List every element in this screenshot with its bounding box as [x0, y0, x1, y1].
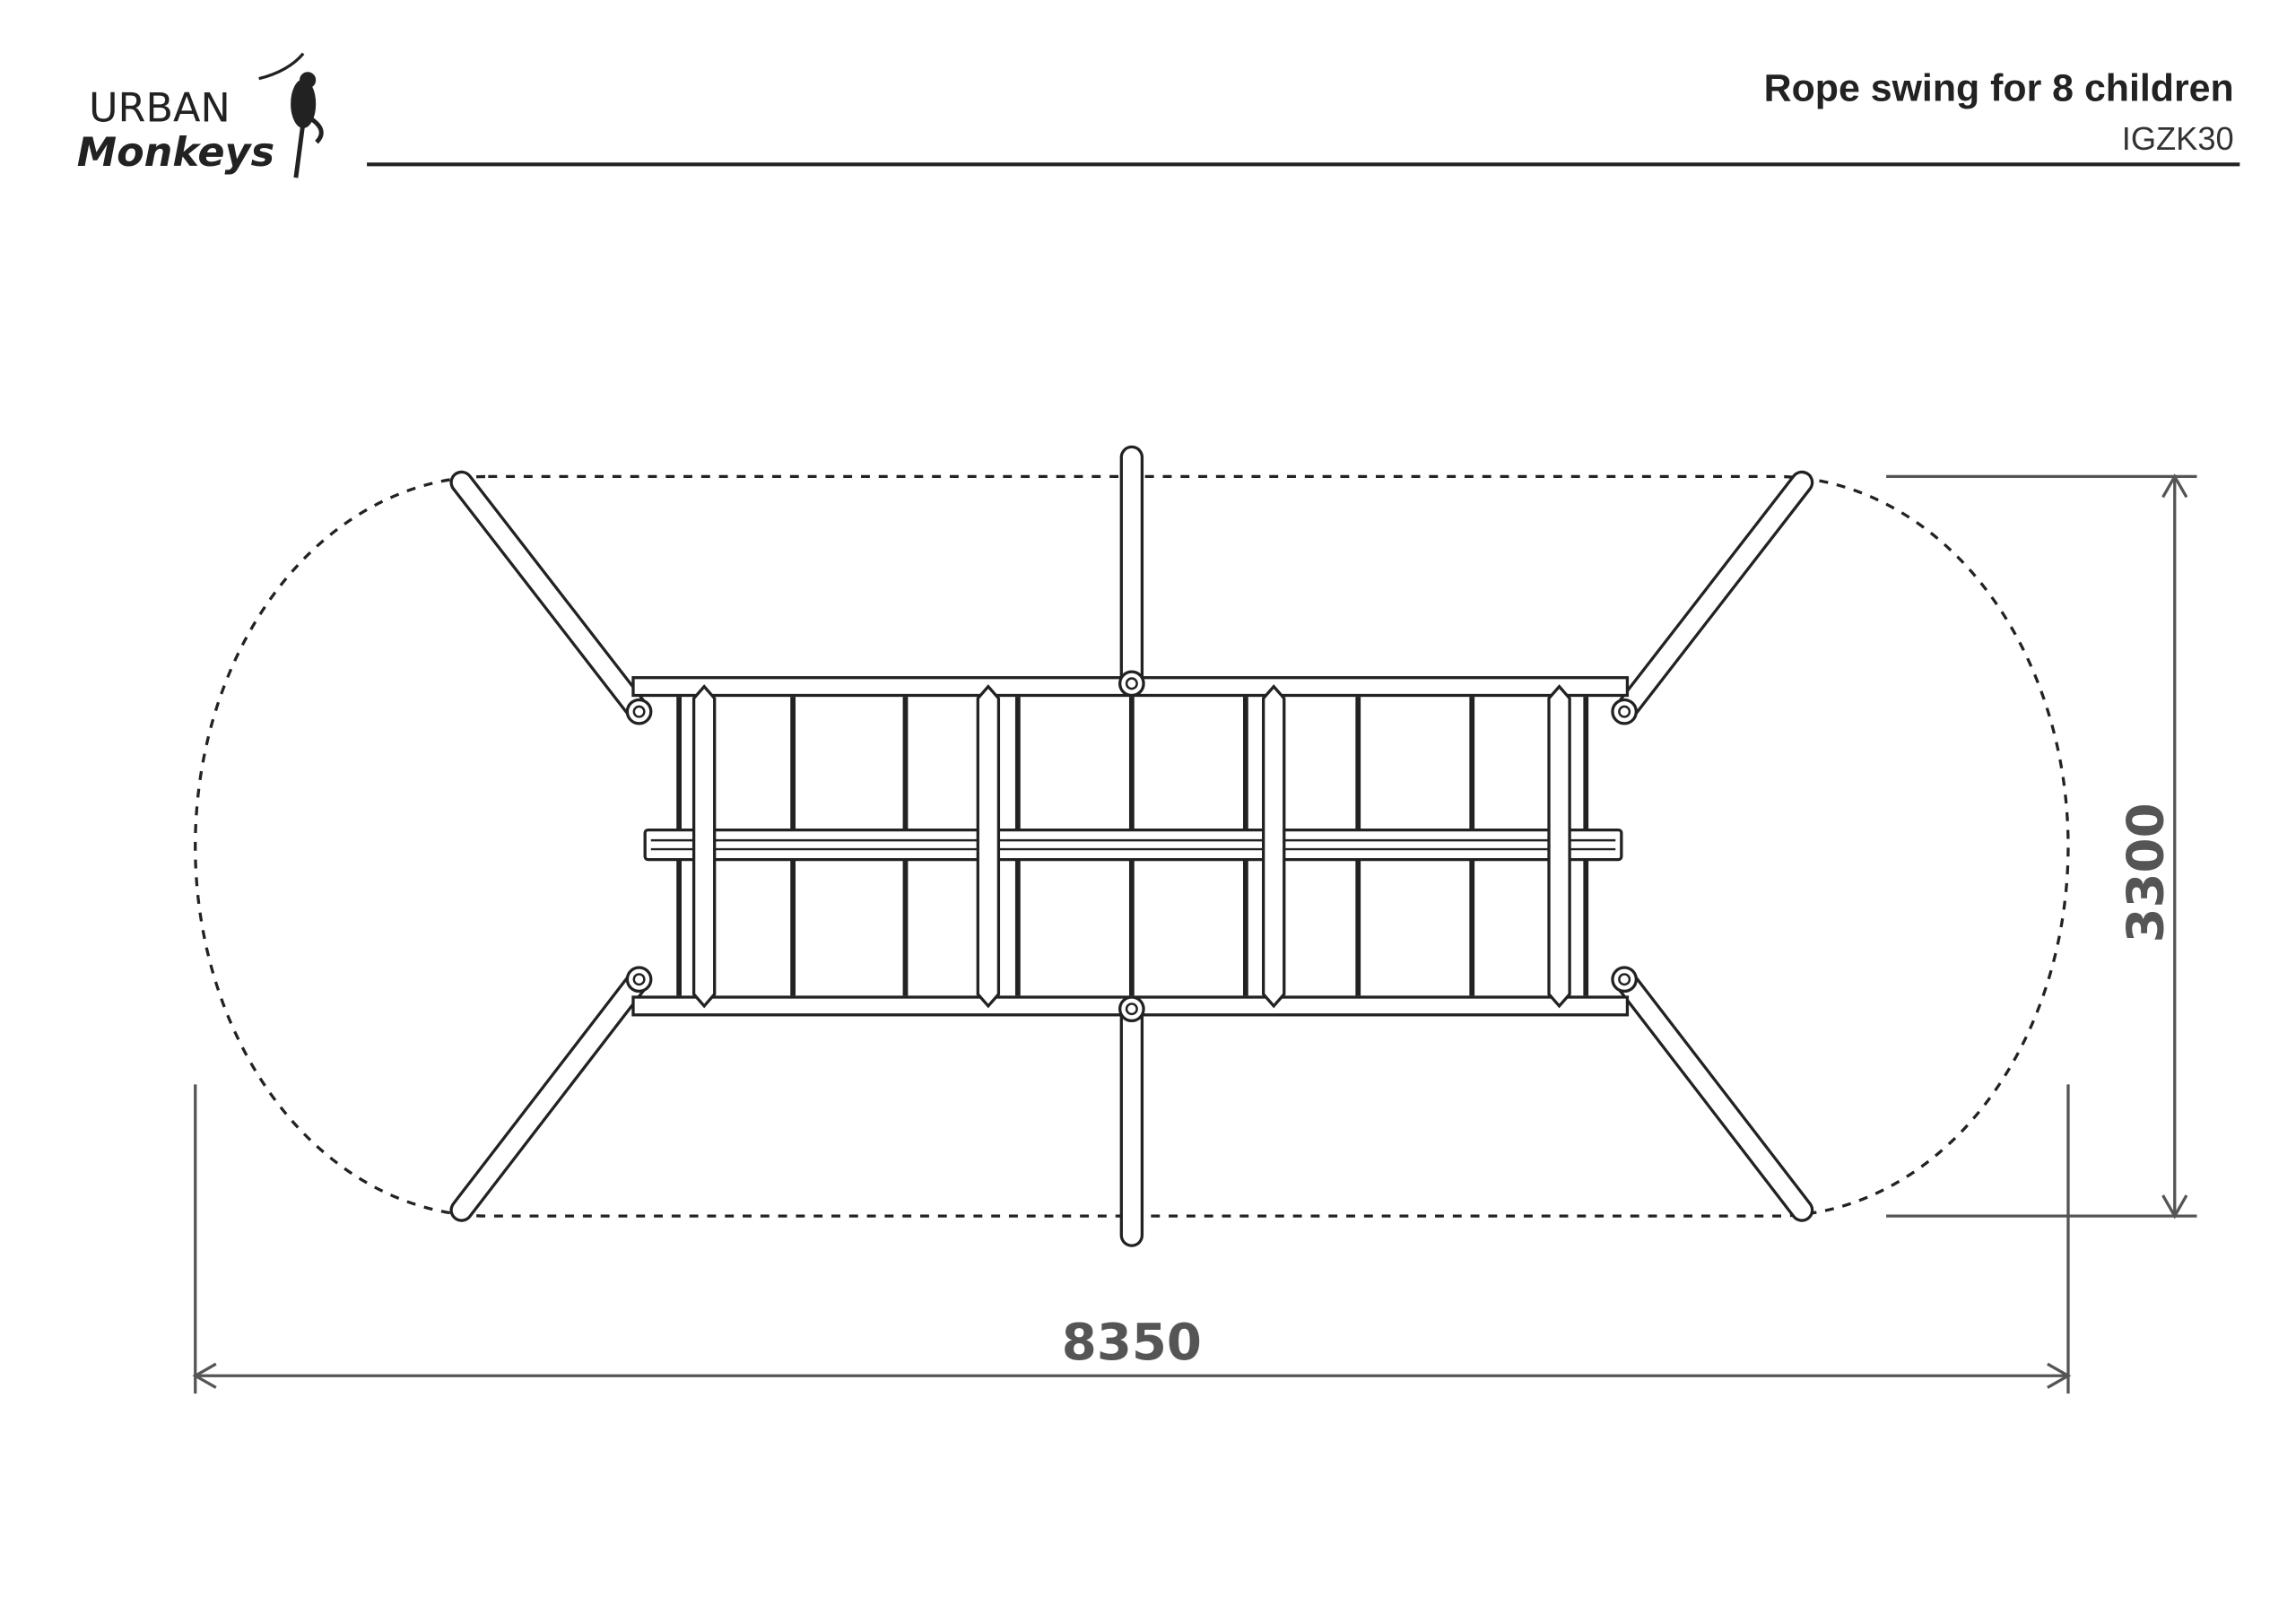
- pivot-bolt: [632, 705, 646, 718]
- width-dimension: [192, 1084, 2072, 1394]
- safety-zone-outline: [194, 474, 2070, 1218]
- swing-seat-plank: [1547, 684, 1571, 1009]
- swing-seat-plank: [976, 684, 1001, 1009]
- logo-urban: URBAN: [89, 85, 230, 132]
- swing-frame: [449, 445, 1814, 1247]
- drawing-title: Rope swing for 8 children: [1764, 66, 2234, 109]
- height-dimension: [1886, 473, 2197, 1219]
- a-frame-leg-fill: [1615, 970, 1811, 1219]
- pivot-bolt: [1618, 705, 1631, 718]
- pivot-bolt: [632, 973, 646, 986]
- a-frame-leg-fill: [452, 473, 648, 721]
- width-label: 8350: [1062, 1314, 1202, 1372]
- logo: URBAN Monkeys: [77, 52, 324, 178]
- swing-seat-plank: [1262, 684, 1286, 1009]
- height-label: 3300: [2118, 803, 2176, 942]
- swing-seat-plank: [691, 684, 717, 1009]
- monkey-icon: [258, 52, 324, 178]
- a-frame-leg-fill: [452, 970, 648, 1219]
- product-code: IGZK30: [2122, 120, 2234, 157]
- pivot-bolt: [1618, 973, 1631, 986]
- pivot-bolt: [1125, 1002, 1138, 1016]
- center-beam: [643, 828, 1623, 862]
- a-frame-leg-fill: [1615, 473, 1811, 721]
- pivot-bolt: [1125, 677, 1138, 690]
- logo-monkeys: Monkeys: [77, 129, 274, 176]
